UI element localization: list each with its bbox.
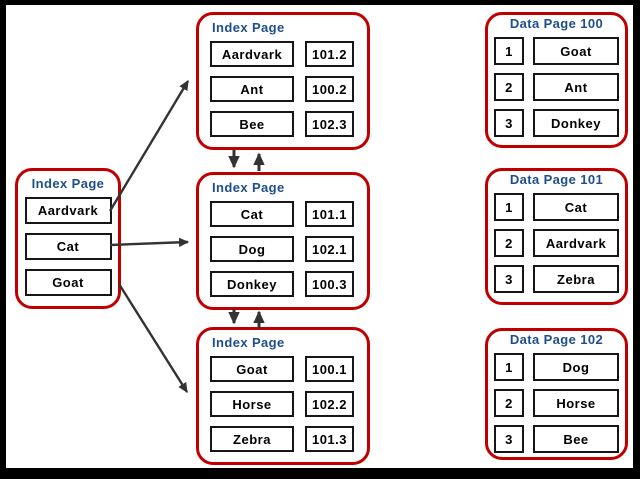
data-value-box: Dog [533, 353, 619, 381]
page-title: Index Page [212, 180, 285, 195]
leaf-index-page-bottom: Index Page Goat 100.1 Horse 102.2 Zebra … [196, 327, 370, 465]
index-key-box: Bee [210, 111, 294, 137]
leaf-index-page-middle: Index Page Cat 101.1 Dog 102.1 Donkey 10… [196, 172, 370, 310]
index-key-box: Cat [210, 201, 294, 227]
slot-number-box: 3 [494, 109, 524, 137]
slot-number-box: 1 [494, 353, 524, 381]
index-entry-row: Goat 100.1 [210, 356, 367, 382]
index-entry-row: Ant 100.2 [210, 76, 367, 102]
data-value-box: Ant [533, 73, 619, 101]
slot-number-box: 2 [494, 229, 524, 257]
index-entry-row: Dog 102.1 [210, 236, 367, 262]
data-value-box: Horse [533, 389, 619, 417]
page-title: Data Page 101 [509, 172, 604, 187]
index-key-box: Cat [24, 233, 112, 260]
data-row: 3 Zebra [494, 265, 625, 293]
row-pointer-box: 101.1 [305, 201, 354, 227]
data-value-box: Donkey [533, 109, 619, 137]
data-value-box: Aardvark [533, 229, 619, 257]
data-value-box: Zebra [533, 265, 619, 293]
data-page-100: Data Page 100 1 Goat 2 Ant 3 Donkey [485, 12, 628, 148]
leaf-index-page-top: Index Page Aardvark 101.2 Ant 100.2 Bee … [196, 12, 370, 150]
index-entry-row: Horse 102.2 [210, 391, 367, 417]
data-row: 1 Goat [494, 37, 625, 65]
row-pointer-box: 101.3 [305, 426, 354, 452]
row-pointer-box: 100.3 [305, 271, 354, 297]
row-pointer-box: 102.3 [305, 111, 354, 137]
data-row: 3 Bee [494, 425, 625, 453]
data-row: 1 Cat [494, 193, 625, 221]
row-pointer-box: 102.1 [305, 236, 354, 262]
index-key-box: Aardvark [210, 41, 294, 67]
data-row: 2 Aardvark [494, 229, 625, 257]
data-page-101: Data Page 101 1 Cat 2 Aardvark 3 Zebra [485, 168, 628, 305]
data-row: 2 Ant [494, 73, 625, 101]
row-pointer-box: 100.1 [305, 356, 354, 382]
slot-number-box: 3 [494, 425, 524, 453]
row-pointer-box: 100.2 [305, 76, 354, 102]
index-key-box: Dog [210, 236, 294, 262]
page-title: Data Page 102 [509, 332, 604, 347]
page-title: Index Page [31, 176, 105, 191]
index-key-box: Goat [210, 356, 294, 382]
root-key-list: Aardvark Cat Goat [18, 197, 118, 296]
index-entry-row: Donkey 100.3 [210, 271, 367, 297]
index-key-box: Horse [210, 391, 294, 417]
index-key-box: Goat [24, 269, 112, 296]
index-key-box: Ant [210, 76, 294, 102]
data-value-box: Cat [533, 193, 619, 221]
row-pointer-box: 102.2 [305, 391, 354, 417]
index-entry-row: Cat 101.1 [210, 201, 367, 227]
data-row: 3 Donkey [494, 109, 625, 137]
row-pointer-box: 101.2 [305, 41, 354, 67]
slot-number-box: 3 [494, 265, 524, 293]
index-entry-row: Bee 102.3 [210, 111, 367, 137]
page-title: Index Page [212, 20, 285, 35]
slot-number-box: 1 [494, 37, 524, 65]
index-key-box: Aardvark [24, 197, 112, 224]
slot-number-box: 1 [494, 193, 524, 221]
data-value-box: Goat [533, 37, 619, 65]
root-index-page: Index Page Aardvark Cat Goat [15, 168, 121, 309]
page-title: Index Page [212, 335, 285, 350]
slot-number-box: 2 [494, 389, 524, 417]
index-key-box: Donkey [210, 271, 294, 297]
data-value-box: Bee [533, 425, 619, 453]
data-row: 1 Dog [494, 353, 625, 381]
slot-number-box: 2 [494, 73, 524, 101]
data-page-102: Data Page 102 1 Dog 2 Horse 3 Bee [485, 328, 628, 460]
index-entry-row: Zebra 101.3 [210, 426, 367, 452]
index-key-box: Zebra [210, 426, 294, 452]
index-entry-row: Aardvark 101.2 [210, 41, 367, 67]
data-row: 2 Horse [494, 389, 625, 417]
page-title: Data Page 100 [509, 16, 604, 31]
